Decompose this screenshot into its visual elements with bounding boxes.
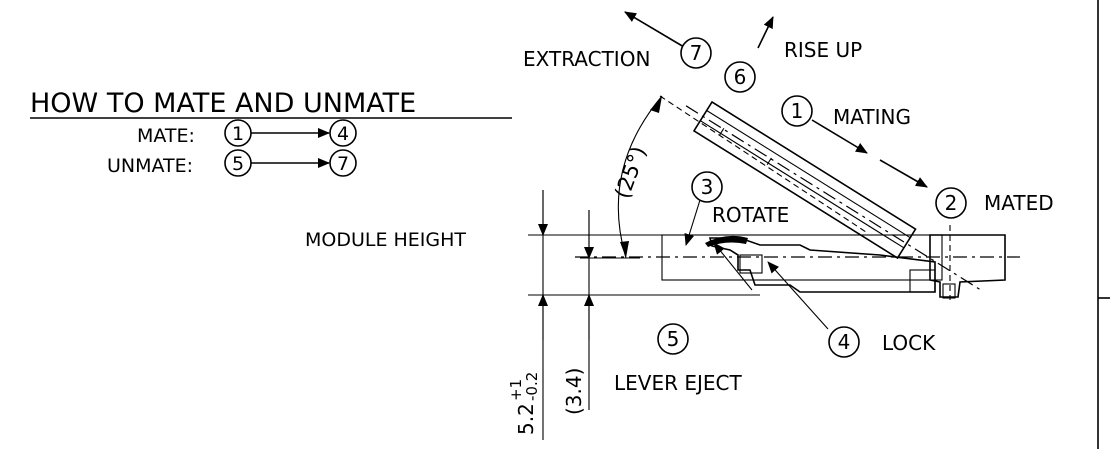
unmate-label: UNMATE: bbox=[107, 155, 193, 177]
step-6-circle bbox=[724, 61, 756, 93]
height-tol-minus: -0.2 bbox=[523, 372, 541, 401]
extraction-arrow bbox=[624, 11, 685, 48]
height-main-dim: 5.2 +1 -0.2 bbox=[507, 372, 541, 435]
step-7-circle bbox=[680, 37, 712, 69]
step-2-circle bbox=[935, 187, 967, 219]
step-5-callout: 5 LEVER EJECT bbox=[614, 323, 742, 395]
mated-arrow bbox=[879, 159, 928, 188]
step-1-label: MATING bbox=[833, 105, 911, 129]
mate-to-circle bbox=[329, 119, 357, 147]
step-6-label: RISE UP bbox=[784, 38, 862, 62]
step-4-circle bbox=[828, 326, 860, 358]
step-5-label: LEVER EJECT bbox=[614, 371, 742, 395]
unmate-to-num: 7 bbox=[337, 153, 349, 175]
legend: HOW TO MATE AND UNMATE MATE: 1 4 UNMATE:… bbox=[30, 88, 512, 177]
step-1-num: 1 bbox=[791, 99, 804, 123]
frame-border bbox=[1097, 0, 1110, 449]
connector-body bbox=[575, 225, 1020, 300]
step-3-label: ROTATE bbox=[712, 203, 789, 227]
step-1-circle bbox=[781, 95, 813, 127]
lever-eject-leader bbox=[713, 242, 753, 291]
module-height-label: MODULE HEIGHT bbox=[305, 229, 466, 251]
unmate-to-circle bbox=[329, 149, 357, 177]
mate-to-num: 4 bbox=[337, 123, 349, 145]
step-7-label: EXTRACTION bbox=[523, 47, 650, 71]
step-6-num: 6 bbox=[734, 65, 747, 89]
module-centerline bbox=[685, 105, 984, 292]
step-7-num: 7 bbox=[690, 41, 703, 65]
height-main-value: 5.2 bbox=[514, 403, 538, 435]
mating-arrow bbox=[811, 119, 868, 154]
step-3-circle bbox=[691, 171, 723, 203]
step-1-callout: 1 MATING bbox=[781, 95, 911, 129]
step-4-num: 4 bbox=[838, 330, 851, 354]
angle-arc bbox=[617, 95, 663, 259]
step-4-callout: 4 LOCK bbox=[828, 326, 936, 358]
lock-leader bbox=[767, 261, 829, 330]
height-tol-plus: +1 bbox=[507, 379, 525, 401]
step-2-callout: 2 MATED bbox=[935, 187, 1054, 219]
step-2-num: 2 bbox=[945, 191, 958, 215]
unmate-from-num: 5 bbox=[232, 153, 244, 175]
mate-label: MATE: bbox=[137, 125, 195, 147]
step-4-label: LOCK bbox=[882, 331, 936, 355]
step-5-num: 5 bbox=[667, 327, 680, 351]
connector-housing bbox=[708, 237, 936, 293]
step-6-callout: 6 RISE UP bbox=[724, 38, 862, 93]
legend-title: HOW TO MATE AND UNMATE bbox=[30, 88, 416, 119]
module bbox=[685, 100, 984, 292]
step-3-num: 3 bbox=[701, 175, 714, 199]
rotate-leader bbox=[684, 199, 701, 246]
step-5-circle bbox=[657, 323, 689, 355]
step-7-callout: EXTRACTION 7 bbox=[523, 37, 712, 71]
mated-end-housing bbox=[929, 234, 1006, 298]
rise-up-arrow bbox=[757, 16, 774, 49]
step-2-label: MATED bbox=[984, 191, 1054, 215]
step-3-callout: 3 ROTATE bbox=[691, 171, 789, 227]
dimension-lines bbox=[528, 95, 867, 440]
height-ref-value: (3.4) bbox=[562, 368, 586, 415]
latch bbox=[739, 254, 763, 274]
mate-from-num: 1 bbox=[232, 123, 244, 145]
angle-label: (25°) bbox=[610, 143, 651, 202]
